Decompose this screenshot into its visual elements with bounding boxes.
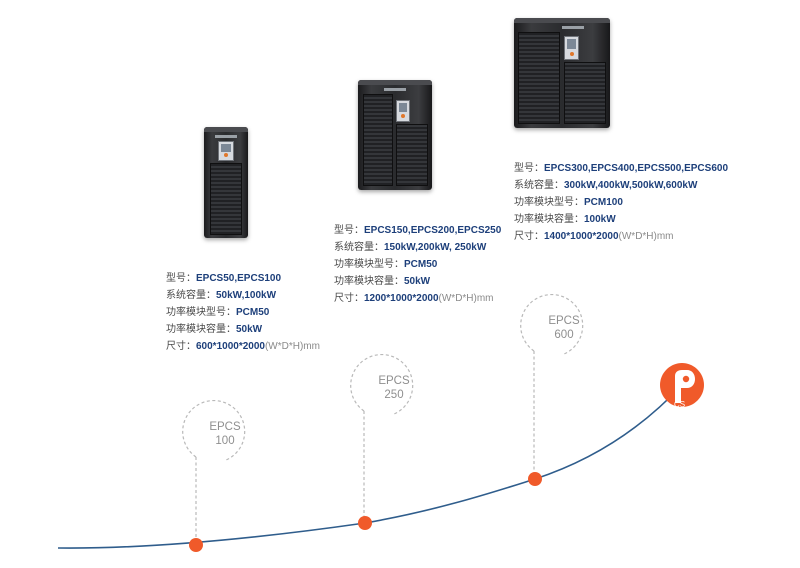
spec-row-module-capacity: 功率模块容量：50kW	[166, 324, 263, 335]
cabinet-door	[210, 163, 242, 235]
spec-row-size: 尺寸：1200*1000*2000(W*D*H)mm	[334, 293, 494, 304]
milestone-bubble-600	[520, 293, 584, 474]
cabinet-door-right	[564, 62, 606, 124]
spec-row-capacity: 系统容量：150kW,200kW, 250kW	[334, 242, 487, 253]
cabinet-door-right	[396, 124, 428, 186]
cabinet-top	[204, 127, 248, 132]
cabinet-door-left	[363, 94, 393, 186]
spec-row-module-model: 功率模块型号：PCM50	[166, 307, 270, 318]
spec-row-size: 尺寸：1400*1000*2000(W*D*H)mm	[514, 231, 674, 242]
spec-block-epcs100: 型号：EPCS50,EPCS100 系统容量：50kW,100kW 功率模块型号…	[166, 270, 320, 355]
milestone-label-600: EPCS 600	[534, 314, 594, 342]
spec-row-module-model: 功率模块型号：PCM50	[334, 259, 438, 270]
spec-row-model: 型号：EPCS150,EPCS200,EPCS250	[334, 225, 502, 236]
spec-row-module-model: 功率模块型号：PCM100	[514, 197, 623, 208]
spec-row-size: 尺寸：600*1000*2000(W*D*H)mm	[166, 341, 320, 352]
cabinet-top	[358, 80, 432, 85]
control-panel	[218, 141, 234, 161]
spec-row-capacity: 系统容量：50kW,100kW	[166, 290, 277, 301]
cabinet-epcs100	[204, 127, 248, 238]
milestone-label-line2: 100	[215, 435, 235, 447]
control-panel	[396, 100, 410, 122]
milestone-label-100: EPCS 100	[195, 420, 255, 448]
end-logo-text: CS	[674, 400, 686, 409]
cabinet-logo-icon	[384, 88, 406, 91]
cabinet-logo-icon	[215, 135, 237, 138]
growth-curve	[57, 384, 683, 549]
spec-row-capacity: 系统容量：300kW,400kW,500kW,600kW	[514, 180, 698, 191]
cabinet-door-left	[518, 32, 560, 124]
spec-row-model: 型号：EPCS50,EPCS100	[166, 273, 282, 284]
cabinet-logo-icon	[562, 26, 584, 29]
milestone-label-line1: EPCS	[378, 375, 410, 387]
milestone-dot-100	[189, 538, 203, 552]
cabinet-top	[514, 18, 610, 23]
milestone-label-line2: 600	[554, 329, 574, 341]
spec-row-module-capacity: 功率模块容量：50kW	[334, 276, 431, 287]
milestone-label-250: EPCS 250	[364, 374, 424, 402]
spec-row-model: 型号：EPCS300,EPCS400,EPCS500,EPCS600	[514, 163, 728, 174]
spec-row-module-capacity: 功率模块容量：100kW	[514, 214, 616, 225]
cabinet-epcs250	[358, 80, 432, 190]
milestone-label-line1: EPCS	[548, 315, 580, 327]
milestone-bubble-250	[350, 353, 414, 519]
milestone-dot-600	[528, 472, 542, 486]
milestone-dot-250	[358, 516, 372, 530]
cabinet-epcs600	[514, 18, 610, 128]
milestone-bubble-100	[182, 399, 246, 540]
brand-logo-icon	[660, 363, 704, 407]
milestone-label-line2: 250	[384, 389, 404, 401]
spec-block-epcs600: 型号：EPCS300,EPCS400,EPCS500,EPCS600 系统容量：…	[514, 160, 728, 245]
milestone-label-line1: EPCS	[209, 421, 241, 433]
control-panel	[564, 36, 579, 60]
spec-block-epcs250: 型号：EPCS150,EPCS200,EPCS250 系统容量：150kW,20…	[334, 222, 501, 307]
